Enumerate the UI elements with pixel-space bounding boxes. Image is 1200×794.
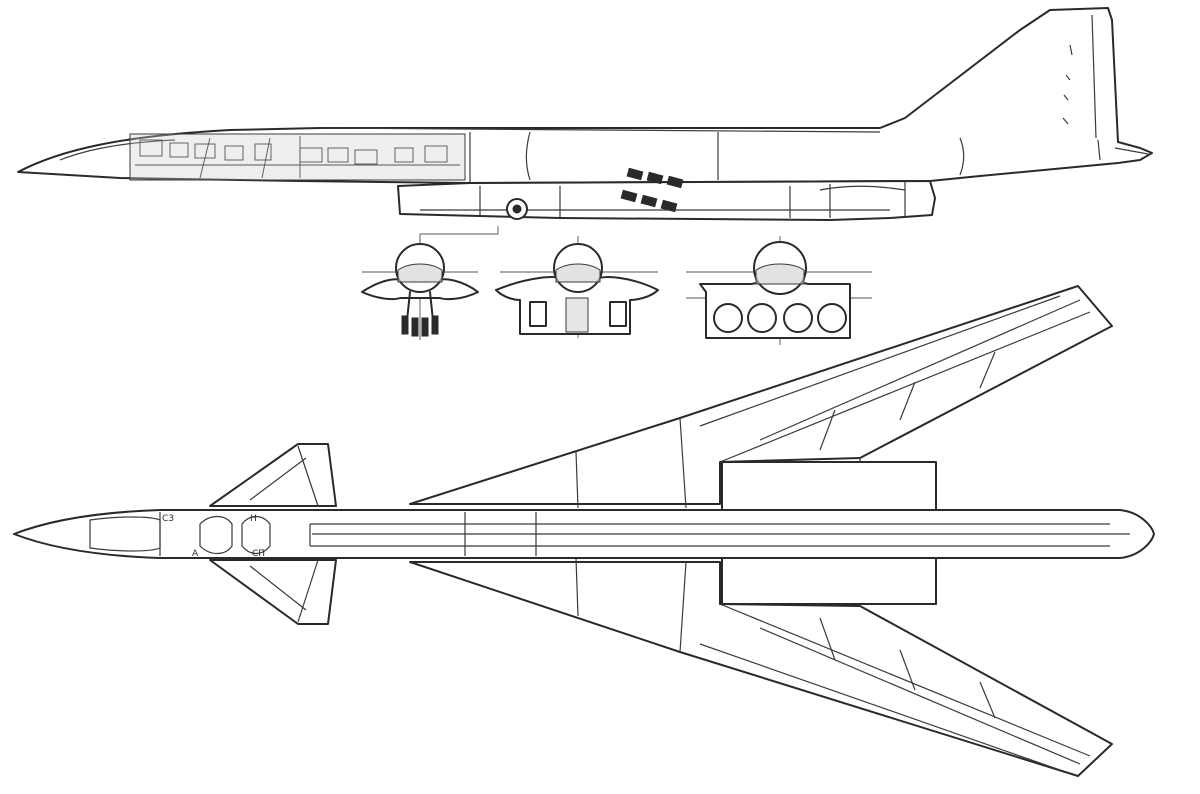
top-canard-lower bbox=[209, 559, 337, 625]
cockpit-mark-1: СЗ bbox=[162, 514, 174, 524]
front-section-engines bbox=[686, 236, 872, 345]
side-bay-blocks bbox=[620, 167, 684, 213]
front-section-intakes bbox=[495, 236, 659, 338]
cockpit-mark-3: А bbox=[192, 549, 199, 559]
front-section-gear bbox=[361, 236, 479, 340]
top-canard-upper bbox=[209, 443, 337, 507]
side-view bbox=[17, 7, 1153, 246]
side-fuselage bbox=[17, 7, 1153, 184]
cockpit-mark-2: Н bbox=[250, 514, 257, 524]
top-wing-lower bbox=[409, 561, 1113, 777]
top-view: СЗ Н А СП bbox=[13, 285, 1155, 777]
cockpit-mark-4: СП bbox=[252, 549, 265, 559]
